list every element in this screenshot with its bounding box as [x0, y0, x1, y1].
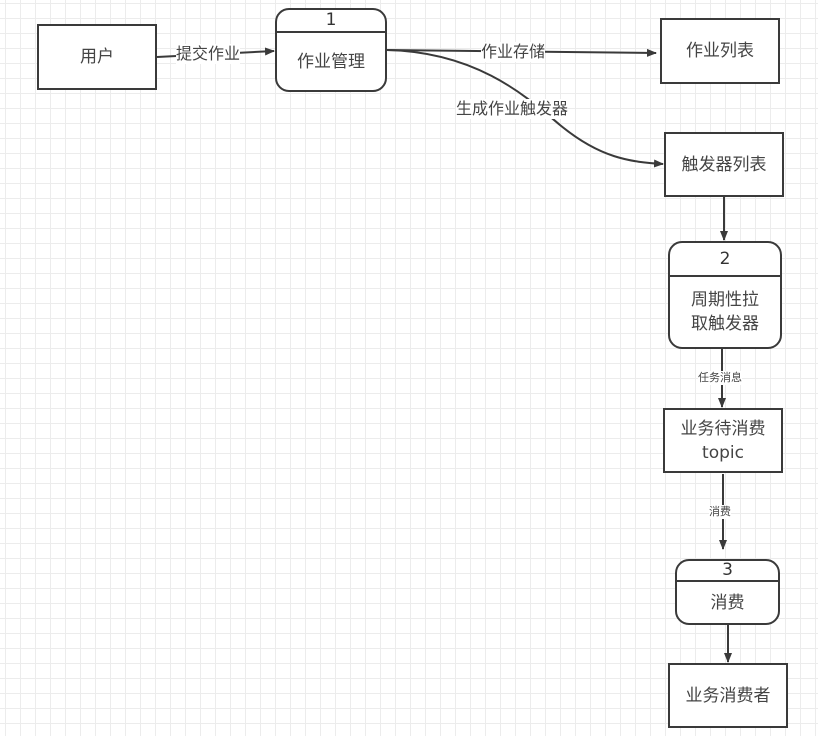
- entity-user[interactable]: 用户: [37, 24, 157, 90]
- process-1-number: 1: [277, 10, 385, 33]
- entity-consumer-label: 业务消费者: [685, 685, 771, 706]
- process-3-number: 3: [677, 561, 778, 582]
- entity-trigger-list-label: 触发器列表: [681, 154, 767, 175]
- entity-job-list-label: 作业列表: [686, 41, 754, 61]
- process-2-number: 2: [670, 243, 780, 277]
- entity-trigger-list[interactable]: 触发器列表: [664, 132, 784, 197]
- flow-label-consume: 消费: [709, 505, 731, 519]
- process-1[interactable]: 1 作业管理: [275, 8, 387, 92]
- process-3-name: 消费: [710, 592, 745, 613]
- edge-job-mgmt-to-trigger-list: [386, 49, 664, 168]
- flow-label-submit-job: 提交作业: [176, 44, 241, 64]
- flow-label-task-message: 任务消息: [698, 371, 742, 385]
- entity-topic-label: 业务待消费topic: [680, 418, 766, 463]
- entity-job-list[interactable]: 作业列表: [660, 18, 780, 84]
- entity-consumer[interactable]: 业务消费者: [668, 663, 788, 728]
- flow-label-job-storage: 作业存储: [481, 42, 546, 62]
- flow-label-gen-trigger: 生成作业触发器: [456, 99, 569, 119]
- process-1-name: 作业管理: [297, 51, 365, 72]
- process-2[interactable]: 2 周期性拉取触发器: [668, 241, 782, 349]
- entity-user-label: 用户: [80, 47, 114, 67]
- entity-topic[interactable]: 业务待消费topic: [663, 408, 783, 473]
- process-2-name: 周期性拉取触发器: [691, 290, 759, 334]
- process-3[interactable]: 3 消费: [675, 559, 780, 625]
